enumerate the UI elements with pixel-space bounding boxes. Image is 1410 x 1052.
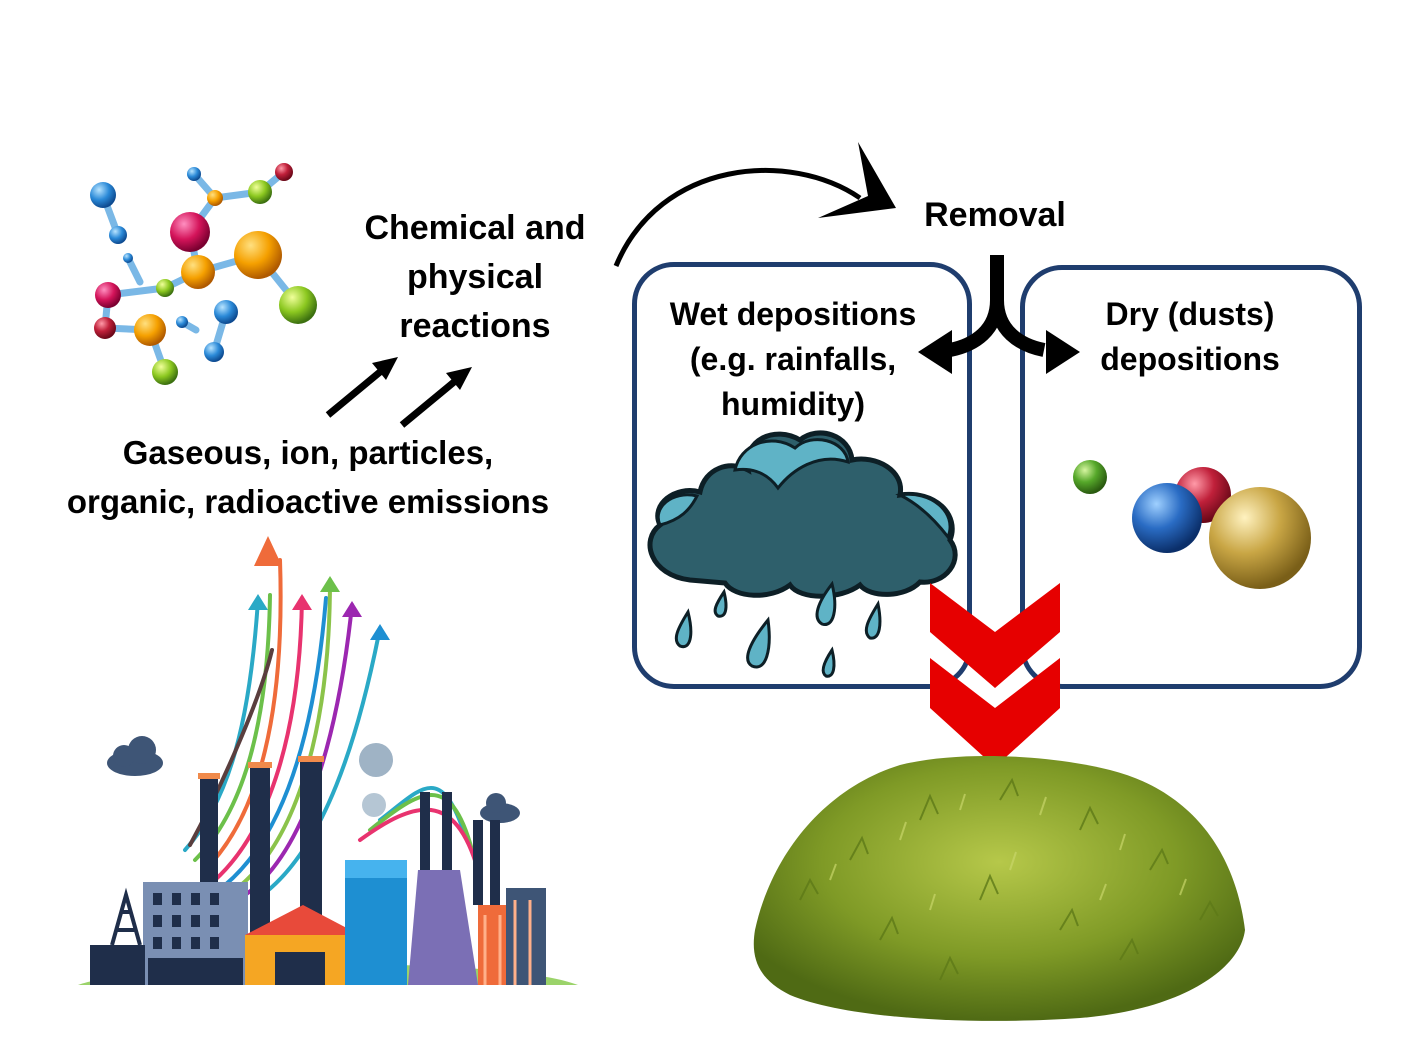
wet-deposition-label: Wet depositions (e.g. rainfalls, humidit… — [648, 292, 938, 427]
deposition-chevrons — [930, 583, 1060, 767]
reactions-line-2: physical — [406, 258, 544, 296]
dry-line-2: depositions — [1100, 341, 1280, 377]
removal-split-arrow — [918, 255, 1080, 374]
emissions-line-1: Gaseous, ion, particles, — [122, 434, 494, 471]
reactions-label: Chemical and physical reactions — [350, 204, 600, 351]
removal-curved-arrow — [613, 142, 896, 267]
dry-deposition-label: Dry (dusts) depositions — [1070, 292, 1310, 382]
removal-label: Removal — [924, 196, 1066, 234]
reactions-line-3: reactions — [399, 307, 551, 345]
emission-to-reaction-arrows — [325, 357, 472, 428]
reactions-line-1: Chemical and — [364, 209, 586, 247]
wet-line-3: humidity) — [721, 386, 865, 422]
wet-line-2: (e.g. rainfalls, — [689, 341, 897, 377]
industrial-factory-icon — [78, 536, 578, 985]
moss-clump-image — [753, 755, 1245, 1021]
dry-line-1: Dry (dusts) — [1105, 296, 1275, 332]
molecule-cluster-icon — [90, 163, 317, 385]
emissions-line-2: organic, radioactive emissions — [66, 483, 550, 520]
emissions-label: Gaseous, ion, particles, organic, radioa… — [40, 428, 576, 526]
dust-particles-icon — [1073, 460, 1311, 589]
rain-cloud-icon — [647, 430, 958, 678]
wet-line-1: Wet depositions — [669, 296, 917, 332]
